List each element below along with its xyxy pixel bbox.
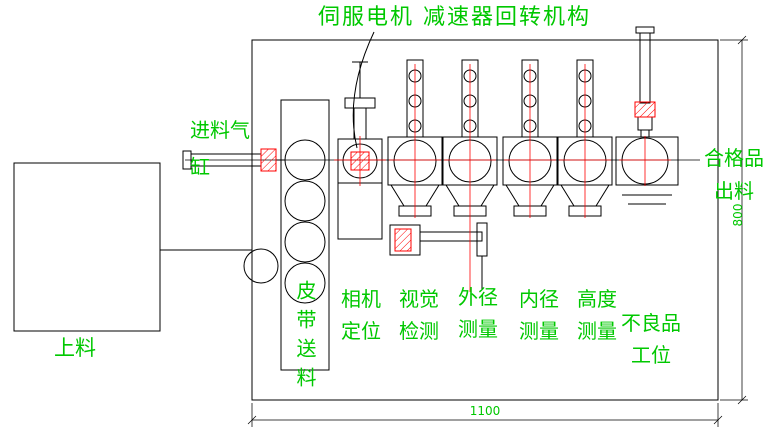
label-line: 测量 [458,317,498,341]
title-leader-line [352,31,375,149]
red-hatched-blocks [260,101,656,252]
label-line: 测量 [519,319,559,343]
feed-cylinder-block [260,148,277,172]
outfeed-label: 合格品 出料 [692,142,776,208]
station-label-outer-diameter: 外径 测量 [450,281,506,345]
outfeed-actuator-block [634,101,656,118]
dimension-vertical-label: 800 [731,203,745,227]
label-line: 视觉 [399,287,439,311]
machine-frame [251,39,719,401]
label-line: 内径 [519,287,559,311]
label-line: 高度 [577,287,617,311]
belt-feed-label: 皮带送料 [293,280,317,396]
loading-label: 上料 [54,336,96,360]
station-label-defect-station: 不良品 工位 [614,307,688,371]
station-label-height-measure: 高度 测量 [569,283,625,347]
label-line: 外径 [458,285,498,309]
camera-station-block [350,151,370,171]
lower-arm-block [394,228,412,252]
feed-cylinder-label: 进料气 缸 [190,112,250,186]
station-label-inner-diameter: 内径 测量 [511,283,567,347]
label-line: 测量 [577,319,617,343]
title-label: 伺服电机 减速器回转机构 [318,5,591,30]
label-line: 工位 [631,343,671,367]
loading-box [13,162,161,332]
station-label-camera-positioning: 相机 定位 [334,283,388,347]
label-line: 检测 [399,319,439,343]
belt-feed-column [243,99,330,371]
dimension-horizontal-label: 1100 [469,404,501,418]
label-line: 进料气 [190,118,250,142]
label-line: 缸 [190,155,210,179]
label-line: 不良品 [621,311,681,335]
label-line: 相机 [341,287,381,311]
label-line: 合格品 [704,146,764,170]
lower-arm-mechanism [389,222,488,290]
label-line: 定位 [341,319,381,343]
dimension-lines [247,35,748,427]
station-label-vision-inspection: 视觉 检测 [392,283,446,347]
label-line: 出料 [714,179,754,203]
